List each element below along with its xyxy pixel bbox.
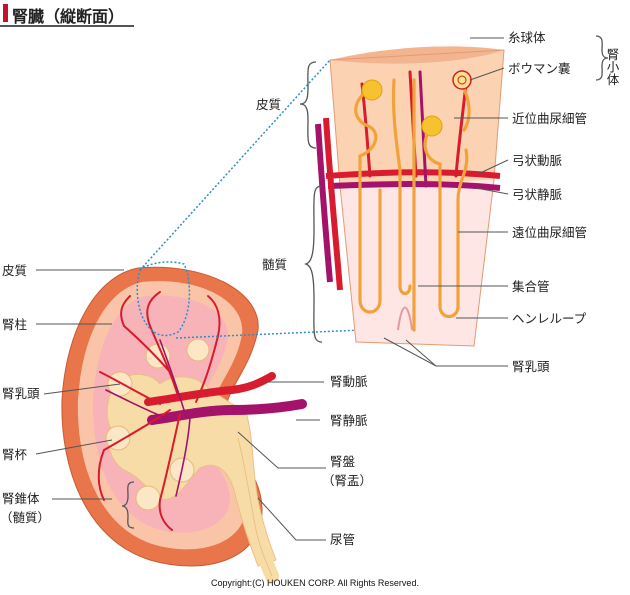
- label-cortex-right: 皮質: [256, 97, 281, 112]
- label-renal-papilla-right: 腎乳頭: [512, 359, 550, 374]
- renal-artery-vessel: [144, 372, 276, 406]
- zoom-indicator: [136, 59, 363, 339]
- interlobar-vein: [315, 123, 333, 283]
- brace-cortex: [299, 61, 317, 149]
- label-renal-vein: 腎静脈: [330, 413, 368, 428]
- interlobar-artery: [323, 117, 343, 291]
- nephron-block-medulla: [340, 180, 494, 346]
- nephron-block: [315, 46, 505, 347]
- calyx-cup: [135, 485, 161, 511]
- title-bar: 腎臓（縦断面）: [0, 0, 630, 27]
- label-distal-tubule: 遠位曲尿細管: [512, 225, 587, 240]
- glomerulus-shape: [361, 79, 383, 101]
- label-medulla-right: 髄質: [262, 257, 287, 272]
- brace-renal-corpuscle: [595, 35, 609, 81]
- label-renal-papilla-left: 腎乳頭: [2, 386, 40, 401]
- glomerulus-shape: [421, 115, 443, 137]
- brace-pyramid: [121, 481, 135, 529]
- title-underline: [0, 25, 134, 27]
- zoom-line-bottom: [175, 329, 363, 339]
- copyright-notice: Copyright:(C) HOUKEN CORP. All Rights Re…: [211, 578, 419, 588]
- brace-medulla: [303, 185, 323, 343]
- label-renal-column: 腎柱: [2, 317, 27, 332]
- kidney-section: [61, 266, 307, 583]
- bowman-capsule-shape: [452, 70, 472, 90]
- label-arcuate-artery: 弓状動脈: [512, 153, 563, 168]
- label-cortex-left: 皮質: [2, 263, 27, 278]
- label-renal-pyramid: 腎錐体: [2, 491, 40, 506]
- proximal-tubule-loop: [354, 86, 382, 314]
- zoom-line-top: [139, 59, 331, 271]
- papilla-tip: [397, 306, 413, 331]
- label-loop-of-henle: ヘンレループ: [512, 311, 587, 326]
- label-renal-pelvis-sub: （腎盂）: [322, 473, 372, 488]
- label-renal-pyramid-sub: （髄質）: [0, 510, 50, 525]
- label-renal-calyx: 腎杯: [2, 447, 28, 462]
- calyx-cup: [105, 425, 131, 451]
- label-proximal-tubule: 近位曲尿細管: [512, 111, 587, 126]
- label-renal-pelvis: 腎盤: [330, 454, 356, 469]
- renal-vein-vessel: [147, 399, 307, 425]
- label-renal-corpuscle: 腎小体: [605, 48, 620, 86]
- calyx-cup: [186, 338, 210, 362]
- label-ureter: 尿管: [330, 532, 355, 547]
- label-renal-artery: 腎動脈: [330, 374, 368, 389]
- label-glomerulus: 糸球体: [508, 30, 546, 45]
- loop-of-henle-path: [423, 126, 469, 319]
- arcuate-vein-vessel: [327, 181, 501, 191]
- label-bowman-capsule: ボウマン嚢: [508, 61, 571, 76]
- label-collecting-duct: 集合管: [512, 279, 550, 294]
- zoom-region-outline: [136, 261, 191, 337]
- title-accent-mark: [3, 4, 8, 22]
- page-title: 腎臓（縦断面）: [12, 7, 125, 26]
- label-arcuate-vein: 弓状静脈: [512, 187, 563, 202]
